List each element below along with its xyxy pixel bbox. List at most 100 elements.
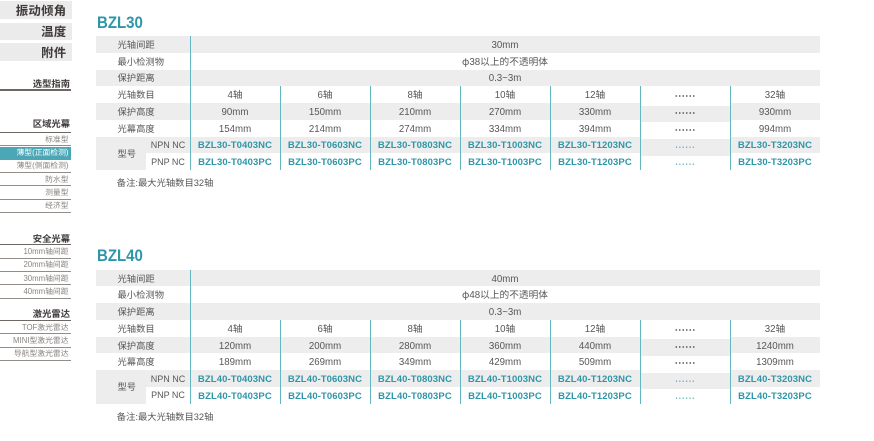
row-label: 保护高度 — [96, 336, 190, 354]
table-title-1: BZL40 — [97, 241, 143, 266]
spec-value: 349mm — [398, 354, 432, 369]
spec-table-0: 光轴间距 30mm 最小检测物 φ38以上的不透明体 保护距离 0.3~3m 光… — [96, 36, 820, 172]
model-number: BZL30-T0803PC — [378, 154, 452, 169]
sidebar-item-temperature[interactable]: 温度 — [0, 22, 72, 40]
sidebar-item-label: 薄型(侧面检测) — [16, 160, 69, 172]
model-sub-label: PNP NC — [151, 388, 185, 402]
spec-value: 280mm — [370, 336, 460, 354]
table-title-0: BZL30 — [97, 9, 143, 33]
model-row-label: 型号 — [96, 370, 146, 404]
spec-value: 90mm — [190, 103, 280, 120]
spec-value: …… — [674, 122, 696, 138]
model-number: BZL40-T3203PC — [738, 387, 812, 402]
spec-value: 12轴 — [584, 87, 606, 102]
table-grid-line — [550, 319, 551, 404]
model-number: …… — [674, 389, 696, 405]
spec-value: …… — [674, 89, 696, 105]
model-number: BZL30-T1203NC — [550, 136, 640, 154]
spec-value: …… — [674, 322, 696, 338]
table-grid-line — [460, 319, 461, 404]
spec-value: 4轴 — [227, 87, 243, 102]
table-grid-line — [730, 86, 731, 170]
sidebar-item-label: 导航型激光雷达 — [13, 348, 69, 360]
row-label: 光轴间距 — [96, 36, 190, 53]
sidebar-item-label: 40mm轴间距 — [23, 285, 69, 297]
row-label: 最小检测物 — [117, 287, 165, 302]
spec-value: 210mm — [370, 103, 460, 120]
table-grid-line — [550, 86, 551, 170]
sidebar-item-accessories[interactable]: 附件 — [0, 43, 72, 61]
model-number: BZL30-T0603PC — [288, 154, 362, 169]
row-label: 光幕高度 — [117, 354, 155, 369]
model-number: BZL30-T3203PC — [738, 154, 812, 169]
sidebar: 振动倾角 温度 附件 选型指南 区域光幕 标准型 薄型(正面检测) 薄型(侧面检… — [0, 0, 72, 441]
spec-value: 189mm — [218, 354, 252, 369]
row-label: 保护距离 — [96, 303, 190, 320]
sidebar-group-header-area-light-curtain[interactable]: 区域光幕 — [32, 116, 70, 131]
sidebar-item-area-light-curtain-5[interactable]: 经济型 — [0, 200, 71, 213]
model-number: BZL30-T0403PC — [198, 154, 272, 169]
model-number: BZL40-T0403NC — [190, 370, 280, 387]
model-number: BZL40-T3203NC — [730, 370, 820, 387]
sidebar-item-area-light-curtain-0[interactable]: 标准型 — [0, 133, 71, 147]
sidebar-item-safety-light-curtain-1[interactable]: 20mm轴间距 — [0, 259, 71, 272]
table-grid-line — [280, 86, 281, 170]
table-grid-line — [460, 86, 461, 170]
sidebar-item-label: 经济型 — [45, 200, 69, 212]
sidebar-top-label: 附件 — [41, 42, 67, 61]
spec-value: 334mm — [488, 120, 522, 135]
table-grid-line — [640, 319, 641, 404]
spec-value: …… — [674, 356, 696, 372]
model-number: BZL40-T0603PC — [288, 387, 362, 402]
model-number: …… — [640, 372, 730, 390]
row-value: 40mm — [190, 269, 820, 287]
model-row-label: 型号 — [96, 136, 146, 170]
row-value: φ38以上的不透明体 — [462, 53, 548, 68]
sidebar-item-laser-radar-2[interactable]: 导航型激光雷达 — [0, 348, 71, 362]
sidebar-item-laser-radar-0[interactable]: TOF激光雷达 — [0, 321, 71, 335]
sidebar-item-vibration-tilt[interactable]: 振动倾角 — [0, 1, 72, 19]
model-number: BZL30-T0603NC — [280, 136, 370, 154]
spec-value: 994mm — [758, 120, 792, 135]
model-number: BZL40-T1203PC — [558, 387, 632, 402]
table-grid-line — [190, 269, 191, 404]
sidebar-group-underline — [0, 243, 71, 246]
spec-value: 274mm — [398, 120, 432, 135]
sidebar-group-underline — [0, 131, 71, 134]
model-sub-label: NPN NC — [146, 136, 190, 154]
model-number: BZL30-T1203PC — [558, 154, 632, 169]
sidebar-item-label: 测量型 — [45, 187, 69, 199]
sidebar-item-safety-light-curtain-2[interactable]: 30mm轴间距 — [0, 272, 71, 286]
model-number: BZL30-T0403NC — [190, 136, 280, 154]
row-value: φ48以上的不透明体 — [462, 287, 548, 302]
spec-value: 429mm — [488, 354, 522, 369]
spec-value: 32轴 — [764, 87, 786, 102]
spec-value: …… — [640, 105, 730, 123]
model-number: …… — [640, 139, 730, 156]
spec-value: 6轴 — [317, 320, 333, 335]
sidebar-item-area-light-curtain-2[interactable]: 薄型(侧面检测) — [0, 160, 71, 174]
sidebar-item-safety-light-curtain-0[interactable]: 10mm轴间距 — [0, 245, 71, 259]
sidebar-group-header-selection-guide[interactable]: 选型指南 — [32, 76, 70, 90]
spec-value: 10轴 — [494, 87, 516, 102]
sidebar-item-laser-radar-1[interactable]: MINI型激光雷达 — [0, 335, 71, 348]
spec-value: 12轴 — [584, 320, 606, 335]
sidebar-item-area-light-curtain-3[interactable]: 防水型 — [0, 173, 71, 187]
spec-value: 270mm — [460, 103, 550, 120]
sidebar-item-safety-light-curtain-3[interactable]: 40mm轴间距 — [0, 285, 71, 299]
sidebar-group-header-laser-radar[interactable]: 激光雷达 — [32, 305, 70, 320]
sidebar-item-area-light-curtain-4[interactable]: 测量型 — [0, 186, 71, 200]
model-number: BZL40-T0403PC — [198, 387, 272, 402]
sidebar-item-area-light-curtain-1[interactable]: 薄型(正面检测) — [0, 146, 71, 160]
model-number: BZL40-T0803NC — [370, 370, 460, 387]
sidebar-item-label: 20mm轴间距 — [23, 259, 69, 271]
spec-value: 32轴 — [764, 320, 786, 335]
model-number: …… — [674, 156, 696, 172]
sidebar-group-header-safety-light-curtain[interactable]: 安全光幕 — [32, 230, 70, 245]
sidebar-item-label: 10mm轴间距 — [23, 246, 69, 258]
row-label: 光幕高度 — [117, 120, 155, 135]
spec-value: 1309mm — [756, 354, 794, 369]
spec-value: 154mm — [218, 120, 252, 135]
table-grid-line — [190, 36, 191, 170]
spec-value: 1240mm — [730, 336, 820, 354]
